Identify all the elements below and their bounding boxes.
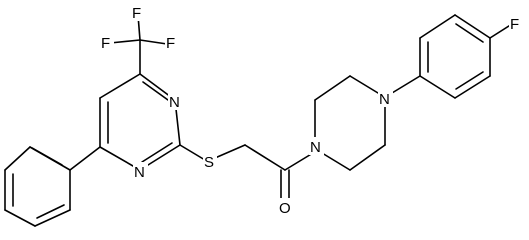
bond-ph-5-inner: [36, 204, 65, 219]
bond-ar-3-inner: [455, 23, 484, 43]
molecule-structure: F F F N N S O N N F: [4, 3, 523, 227]
bond-npip-aryl: [391, 75, 421, 94]
bond-s-ch2: [214, 144, 246, 159]
atom-n-pyrimidine-1: N: [134, 164, 145, 181]
atom-f1: F: [101, 35, 110, 52]
atom-n-piperazine-amide: N: [310, 139, 321, 156]
bond-c-f1: [109, 39, 141, 44]
bond-ph-4: [4, 209, 36, 227]
bond-ar-f: [489, 23, 513, 39]
atom-oxygen: O: [279, 200, 291, 217]
bond-pip-2: [314, 75, 351, 101]
bond-ph-5: [34, 209, 71, 227]
atom-f-aryl: F: [510, 16, 519, 33]
bond-c4-n3-inner: [142, 81, 169, 101]
atom-f2: F: [132, 5, 141, 22]
bond-ar-2: [419, 14, 456, 39]
bond-pip-6: [321, 152, 351, 171]
bond-ch2-co: [244, 144, 286, 171]
bond-c2-s: [179, 144, 206, 161]
bond-ar-3: [454, 14, 491, 39]
bond-pip-5: [349, 144, 386, 171]
atom-layer: F F F N N S O N N F: [100, 3, 523, 217]
atom-f3: F: [166, 35, 175, 52]
bond-ar-6: [419, 75, 456, 99]
atom-n-pyrimidine-3: N: [169, 94, 180, 111]
bond-c5-c4: [99, 73, 141, 99]
bond-layer: [4, 14, 513, 227]
bond-pip-3: [349, 75, 379, 94]
bond-ph-1-inner: [31, 147, 63, 166]
atom-n-piperazine-aryl: N: [379, 91, 390, 108]
bond-c2-n1-inner: [141, 142, 173, 163]
atom-sulfur: S: [204, 154, 214, 171]
bond-c-f3: [139, 39, 168, 45]
bond-ar-5: [454, 75, 491, 99]
bond-ar-5-inner: [455, 71, 484, 90]
bond-c6-phenyl: [69, 146, 101, 171]
bond-ph-2: [4, 146, 31, 171]
bond-co-npip: [284, 152, 314, 171]
